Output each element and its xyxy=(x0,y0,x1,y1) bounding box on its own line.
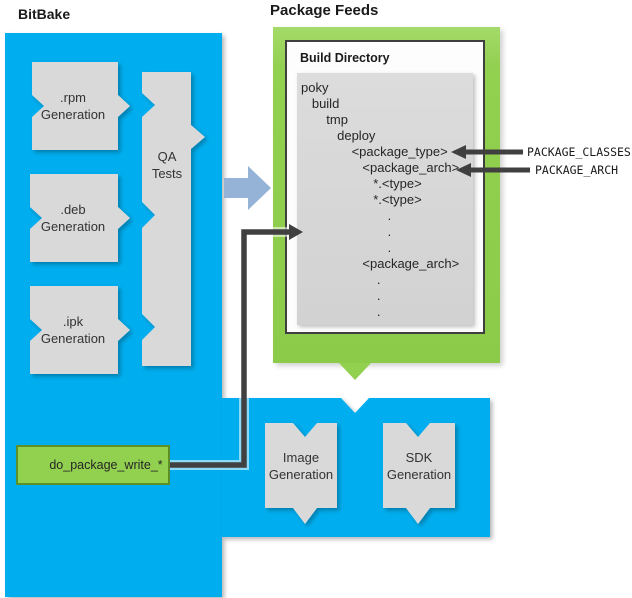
do-package-write-label: do_package_write_* xyxy=(49,458,163,472)
deb-generation-label: .deb Generation xyxy=(40,202,106,234)
qa-tests-shape xyxy=(142,72,205,366)
image-generation-label: Image Generation xyxy=(268,450,334,482)
build-directory-title: Build Directory xyxy=(300,51,390,65)
qa-tests-label: QA Tests xyxy=(151,149,183,181)
bitbake-to-feeds-arrow xyxy=(224,166,271,210)
sdk-generation-label: SDK Generation xyxy=(386,450,452,482)
directory-tree-box xyxy=(297,73,473,325)
do-package-write-task: do_package_write_* xyxy=(16,445,170,485)
feeds-to-generation-arrow xyxy=(339,363,371,380)
bitbake-title: BitBake xyxy=(18,6,71,22)
package-classes-label: PACKAGE_CLASSES xyxy=(527,145,631,159)
directory-tree: poky build tmp deploy <package_type> <pa… xyxy=(301,80,460,319)
ipk-generation-label: .ipk Generation xyxy=(40,314,106,346)
package-arch-label: PACKAGE_ARCH xyxy=(535,163,619,177)
package-feeds-title: Package Feeds xyxy=(270,2,379,19)
rpm-generation-label: .rpm Generation xyxy=(40,90,106,122)
